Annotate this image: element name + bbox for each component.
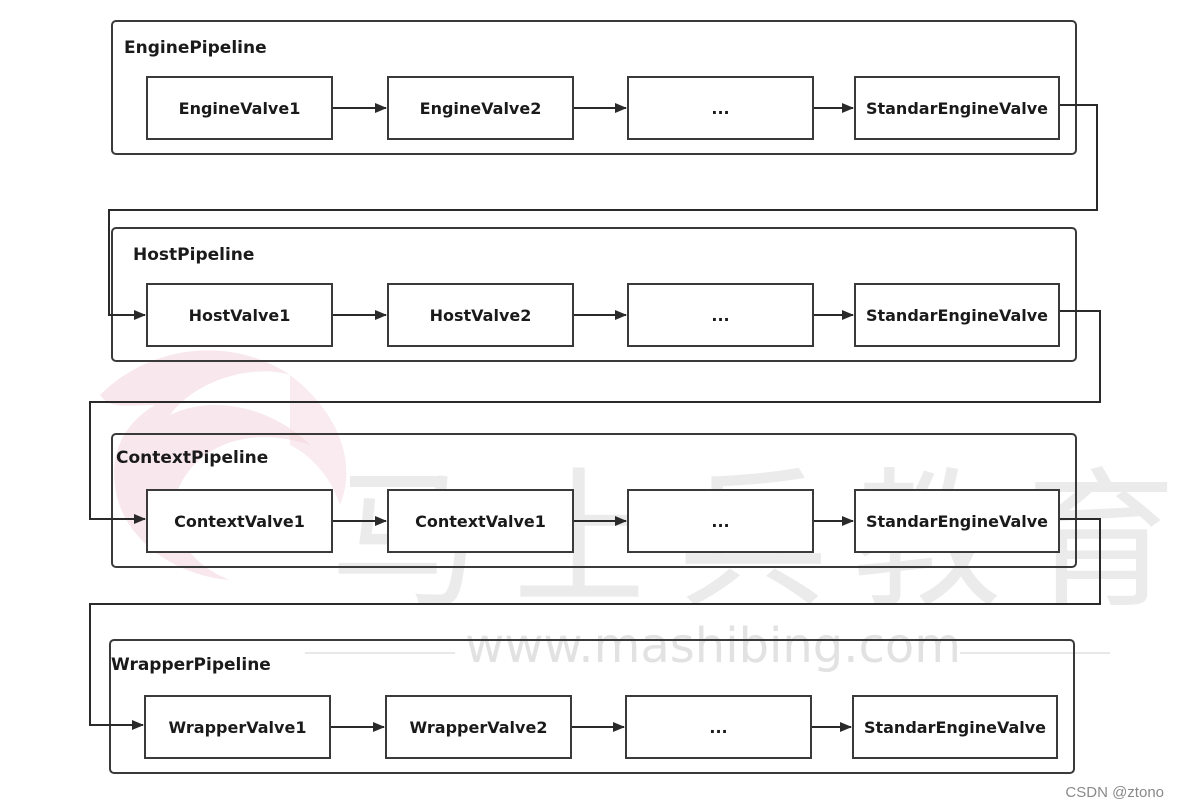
valve-box: ... bbox=[627, 76, 814, 140]
valve-box: WrapperValve1 bbox=[144, 695, 331, 759]
valve-box: StandarEngineValve bbox=[854, 283, 1060, 347]
valve-box: WrapperValve2 bbox=[385, 695, 572, 759]
valve-box: StandarEngineValve bbox=[854, 76, 1060, 140]
pipeline-title: EnginePipeline bbox=[124, 38, 267, 58]
pipeline-title: WrapperPipeline bbox=[111, 655, 271, 675]
valve-box: HostValve1 bbox=[146, 283, 333, 347]
pipeline-connector bbox=[89, 310, 1101, 524]
pipeline-title: HostPipeline bbox=[133, 245, 255, 265]
pipeline-host bbox=[111, 227, 1077, 362]
pipeline-title: ContextPipeline bbox=[116, 448, 269, 468]
pipeline-wrapper bbox=[109, 639, 1075, 774]
valve-box: ContextValve1 bbox=[387, 489, 574, 553]
valve-box: ... bbox=[627, 489, 814, 553]
pipeline-context bbox=[111, 433, 1077, 568]
pipeline-connector bbox=[108, 104, 1098, 320]
credit-text: CSDN @ztono bbox=[1065, 784, 1164, 801]
valve-box: ... bbox=[627, 283, 814, 347]
pipeline-engine bbox=[111, 20, 1077, 155]
valve-box: ContextValve1 bbox=[146, 489, 333, 553]
pipeline-connector bbox=[89, 518, 1101, 730]
valve-box: StandarEngineValve bbox=[852, 695, 1058, 759]
valve-box: EngineValve1 bbox=[146, 76, 333, 140]
valve-box: EngineValve2 bbox=[387, 76, 574, 140]
valve-box: HostValve2 bbox=[387, 283, 574, 347]
valve-box: ... bbox=[625, 695, 812, 759]
valve-box: StandarEngineValve bbox=[854, 489, 1060, 553]
